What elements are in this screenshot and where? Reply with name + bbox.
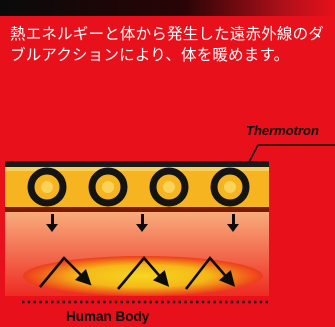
coil-ring-icon: [210, 167, 250, 207]
coil-ring-icon: [27, 167, 67, 207]
down-arrow-icon: [227, 214, 239, 232]
coil-ring-icon: [149, 167, 189, 207]
zigzag-arrow-icon: [184, 255, 236, 290]
header-bar: [0, 0, 335, 16]
zigzag-arrow-icon: [38, 256, 92, 288]
human-body-label: Human Body: [66, 309, 150, 324]
down-arrow-icon: [46, 214, 58, 232]
thermotron-label: Thermotron: [246, 123, 319, 138]
description-text: 熱エネルギーと体から発生した遠赤外線のダブルアクションにより、体を暖めます。: [10, 25, 325, 64]
coil-ring-icon: [88, 167, 128, 207]
down-arrow-icon: [136, 214, 148, 232]
zigzag-arrow-icon: [117, 255, 170, 290]
